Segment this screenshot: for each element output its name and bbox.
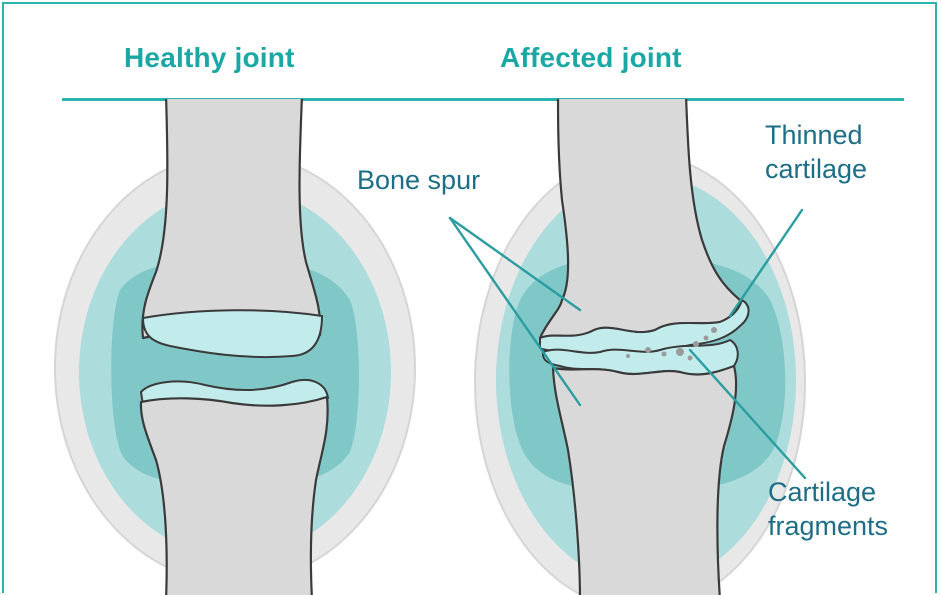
cartilage-fragments-label: Cartilage fragments (768, 475, 888, 543)
thinned-cartilage-label-line1: Thinned (765, 118, 867, 152)
thinned-cartilage-label-line2: cartilage (765, 152, 867, 186)
healthy-lower-bone (141, 397, 328, 595)
healthy-upper-bone (142, 95, 320, 338)
affected-joint (450, 95, 805, 595)
bone-spur-label: Bone spur (357, 163, 480, 197)
cartilage-fragments-label-line2: fragments (768, 509, 888, 543)
affected-lower-bone (553, 366, 736, 595)
cartilage-fragments-label-line1: Cartilage (768, 475, 888, 509)
thinned-cartilage-label: Thinned cartilage (765, 118, 867, 186)
